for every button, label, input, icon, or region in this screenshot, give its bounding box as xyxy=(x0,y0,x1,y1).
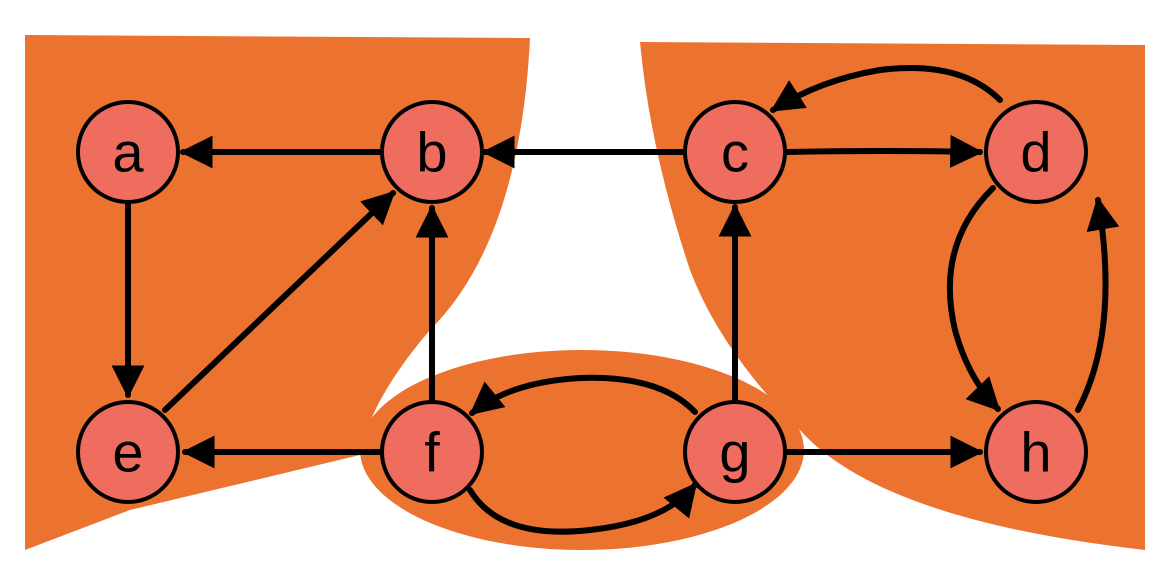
node-c: c xyxy=(683,100,787,204)
edge-h-d xyxy=(1075,196,1120,413)
node-e: e xyxy=(76,400,180,504)
node-f-label: f xyxy=(424,421,440,484)
node-c-circle xyxy=(683,100,787,204)
node-h-circle xyxy=(984,400,1088,504)
node-g-label: g xyxy=(719,421,750,484)
node-g-circle xyxy=(683,400,787,504)
edges-group xyxy=(111,65,1120,535)
edge-e-b xyxy=(162,190,396,413)
node-f: f xyxy=(380,400,484,504)
node-e-label: e xyxy=(112,421,143,484)
node-h: h xyxy=(984,400,1088,504)
node-d: d xyxy=(984,100,1088,204)
node-h-label: h xyxy=(1020,421,1051,484)
node-d-circle xyxy=(984,100,1088,204)
edge-g-f xyxy=(469,374,698,416)
node-b: b xyxy=(380,100,484,204)
edge-f-g xyxy=(467,482,698,535)
node-c-label: c xyxy=(721,121,749,184)
edge-d-h xyxy=(946,185,1001,412)
edge-c-d xyxy=(784,134,984,168)
node-a-circle xyxy=(76,100,180,204)
node-g: g xyxy=(683,400,787,504)
node-d-label: d xyxy=(1020,121,1051,184)
node-b-circle xyxy=(380,100,484,204)
node-e-circle xyxy=(76,400,180,504)
edge-d-c xyxy=(770,65,1003,113)
node-f-circle xyxy=(380,400,484,504)
node-b-label: b xyxy=(416,121,447,184)
node-a-label: a xyxy=(112,121,144,184)
node-a: a xyxy=(76,100,180,204)
